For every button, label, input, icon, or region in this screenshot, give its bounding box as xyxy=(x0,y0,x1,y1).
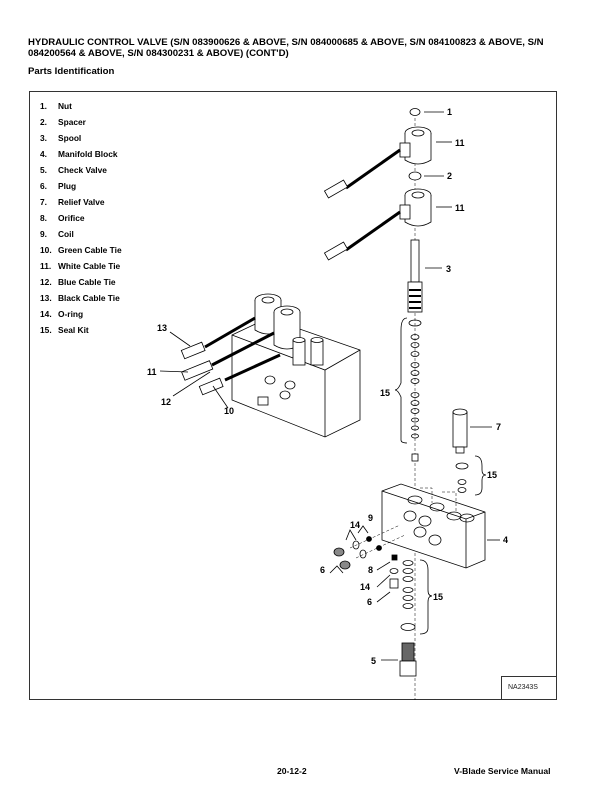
section-subtitle: Parts Identification xyxy=(28,66,115,77)
legend-number: 9. xyxy=(40,229,47,239)
legend-number: 2. xyxy=(40,117,47,127)
legend-item: 11. White Cable Tie xyxy=(40,260,122,276)
legend-label: Seal Kit xyxy=(58,325,89,335)
legend-label: Nut xyxy=(58,101,72,111)
callout-15: 15 xyxy=(433,592,443,602)
page-title: HYDRAULIC CONTROL VALVE (S/N 083900626 &… xyxy=(28,37,544,59)
figure-id: NA2343S xyxy=(501,676,557,700)
legend-item: 3. Spool xyxy=(40,132,122,148)
legend-number: 3. xyxy=(40,133,47,143)
callout-3: 3 xyxy=(446,264,451,274)
callout-14: 14 xyxy=(360,582,370,592)
legend-number: 8. xyxy=(40,213,47,223)
callout-15: 15 xyxy=(487,470,497,480)
legend-item: 1. Nut xyxy=(40,100,122,116)
legend-number: 12. xyxy=(40,277,52,287)
callout-10: 10 xyxy=(224,406,234,416)
legend-number: 13. xyxy=(40,293,52,303)
callout-4: 4 xyxy=(503,535,508,545)
legend-item: 9. Coil xyxy=(40,228,122,244)
page-number: 20-12-2 xyxy=(277,766,307,776)
exploded-stack-illustration xyxy=(323,108,487,700)
legend-label: White Cable Tie xyxy=(58,261,121,271)
legend-label: O-ring xyxy=(58,309,84,319)
legend-label: Orifice xyxy=(58,213,85,223)
legend-item: 14. O-ring xyxy=(40,308,122,324)
legend-label: Check Valve xyxy=(58,165,107,175)
callout-13: 13 xyxy=(157,323,167,333)
legend-item: 5. Check Valve xyxy=(40,164,122,180)
callout-7: 7 xyxy=(496,422,501,432)
legend-label: Coil xyxy=(58,229,74,239)
assembled-valve-illustration xyxy=(180,293,361,438)
legend-item: 12. Blue Cable Tie xyxy=(40,276,122,292)
parts-legend: 1.Nut 2.Spacer 3.Spool 4.Manifold Block … xyxy=(40,100,122,340)
legend-item: 2. Spacer xyxy=(40,116,122,132)
callout-1: 1 xyxy=(447,107,452,117)
legend-number: 11. xyxy=(40,261,52,271)
legend-label: Spool xyxy=(58,133,82,143)
leader-lines xyxy=(159,111,500,661)
legend-item: 13. Black Cable Tie xyxy=(40,292,122,308)
callout-8: 8 xyxy=(368,565,373,575)
callout-6: 6 xyxy=(367,597,372,607)
legend-number: 15. xyxy=(40,325,52,335)
legend-label: Blue Cable Tie xyxy=(58,277,116,287)
callout-9: 9 xyxy=(368,513,373,523)
legend-item: 7. Relief Valve xyxy=(40,196,122,212)
legend-number: 7. xyxy=(40,197,47,207)
callout-5: 5 xyxy=(371,656,376,666)
legend-number: 1. xyxy=(40,101,47,111)
manual-title: V-Blade Service Manual xyxy=(454,766,551,776)
legend-label: Black Cable Tie xyxy=(58,293,120,303)
figure-frame xyxy=(29,91,557,700)
callout-6: 6 xyxy=(320,565,325,575)
legend-label: Manifold Block xyxy=(58,149,118,159)
legend-number: 6. xyxy=(40,181,47,191)
callout-2: 2 xyxy=(447,171,452,181)
legend-number: 10. xyxy=(40,245,52,255)
legend-number: 4. xyxy=(40,149,47,159)
callout-11: 11 xyxy=(455,203,465,213)
callout-14: 14 xyxy=(350,520,360,530)
legend-label: Relief Valve xyxy=(58,197,105,207)
callout-11: 11 xyxy=(455,138,465,148)
legend-item: 6. Plug xyxy=(40,180,122,196)
legend-number: 5. xyxy=(40,165,47,175)
legend-number: 14. xyxy=(40,309,52,319)
legend-item: 4. Manifold Block xyxy=(40,148,122,164)
callout-11: 11 xyxy=(147,367,157,377)
legend-item: 8. Orifice xyxy=(40,212,122,228)
legend-item: 15. Seal Kit xyxy=(40,324,122,340)
legend-label: Plug xyxy=(58,181,77,191)
callout-15: 15 xyxy=(380,388,390,398)
legend-label: Green Cable Tie xyxy=(58,245,122,255)
legend-item: 10. Green Cable Tie xyxy=(40,244,122,260)
callout-12: 12 xyxy=(161,397,171,407)
legend-label: Spacer xyxy=(58,117,86,127)
